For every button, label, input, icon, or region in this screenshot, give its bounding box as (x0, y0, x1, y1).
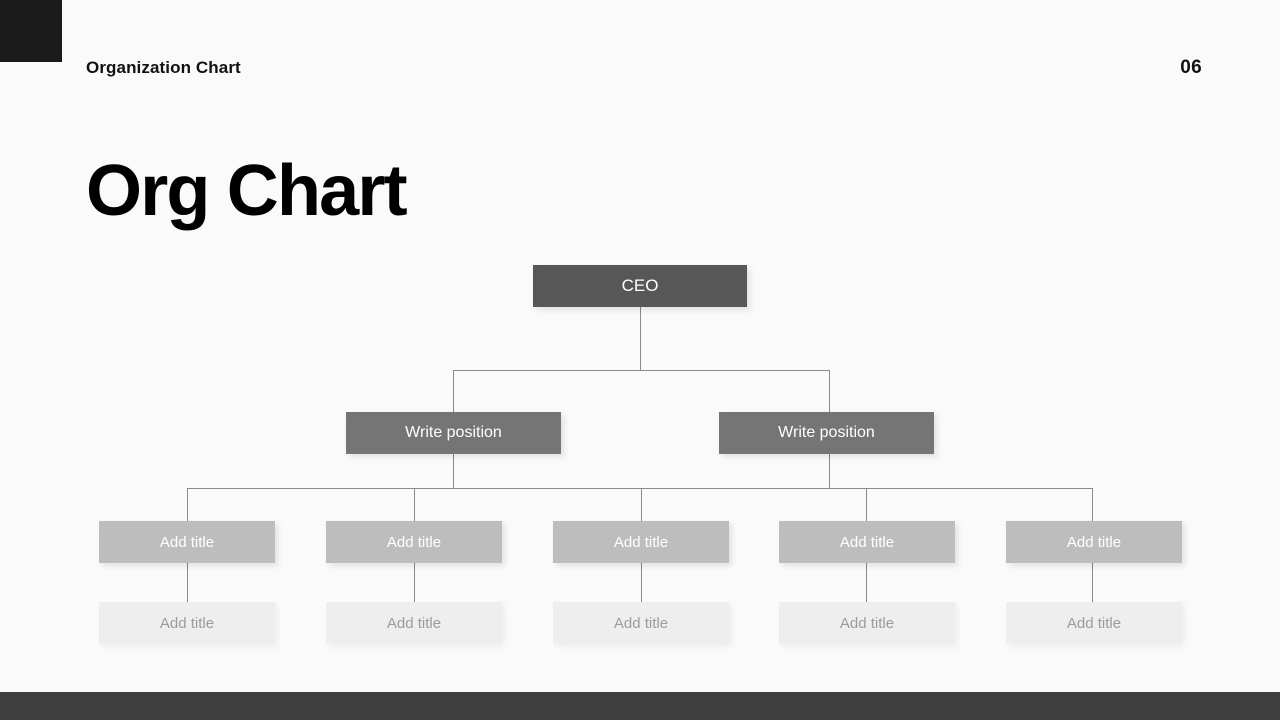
connector-left-branch-drop-2 (414, 488, 415, 521)
org-node-l4-5[interactable]: Add title (1006, 602, 1182, 644)
org-node-label: Add title (613, 614, 669, 632)
org-node-label: Write position (405, 424, 502, 441)
connector-level2-drop-left (453, 370, 454, 412)
org-node-label: Add title (839, 533, 895, 551)
org-node-label: Add title (159, 614, 215, 632)
connector-right-branch-bus (641, 488, 1093, 489)
connector-level2-drop-right (829, 370, 830, 412)
connector-left-branch-drop-3 (641, 488, 642, 521)
org-node-l3-4[interactable]: Add title (779, 521, 955, 563)
connector-ceo-stem (640, 307, 641, 370)
connector-leaf-drop-1 (187, 563, 188, 602)
org-node-position-left[interactable]: Write position (346, 412, 561, 454)
connector-leaf-drop-5 (1092, 563, 1093, 602)
connector-level2-bus (453, 370, 830, 371)
org-node-label: Add title (1066, 533, 1122, 551)
org-node-label: Add title (1066, 614, 1122, 632)
connector-right-branch-drop-1 (866, 488, 867, 521)
org-node-label: Write position (778, 424, 875, 441)
org-node-l4-2[interactable]: Add title (326, 602, 502, 644)
org-node-l3-1[interactable]: Add title (99, 521, 275, 563)
org-node-l3-5[interactable]: Add title (1006, 521, 1182, 563)
page-number: 06 (1180, 57, 1202, 78)
org-node-label: Add title (839, 614, 895, 632)
header-label: Organization Chart (86, 58, 241, 77)
connector-right-branch-stem (829, 454, 830, 488)
page-title: Org Chart (86, 151, 408, 231)
connector-left-branch-stem (453, 454, 454, 488)
connector-leaf-drop-3 (641, 563, 642, 602)
org-node-l4-4[interactable]: Add title (779, 602, 955, 644)
footer-bar (0, 692, 1280, 720)
org-node-l4-3[interactable]: Add title (553, 602, 729, 644)
connector-leaf-drop-2 (414, 563, 415, 602)
org-node-ceo[interactable]: CEO (533, 265, 747, 307)
org-node-label: Add title (613, 533, 669, 551)
connector-left-branch-drop-1 (187, 488, 188, 521)
org-node-label: CEO (621, 276, 659, 295)
corner-accent-block (0, 0, 62, 62)
connector-right-branch-drop-2 (1092, 488, 1093, 521)
org-node-l4-1[interactable]: Add title (99, 602, 275, 644)
org-node-position-right[interactable]: Write position (719, 412, 934, 454)
org-node-label: Add title (386, 533, 442, 551)
org-node-label: Add title (386, 614, 442, 632)
org-node-label: Add title (159, 533, 215, 551)
org-node-l3-3[interactable]: Add title (553, 521, 729, 563)
org-node-l3-2[interactable]: Add title (326, 521, 502, 563)
connector-leaf-drop-4 (866, 563, 867, 602)
